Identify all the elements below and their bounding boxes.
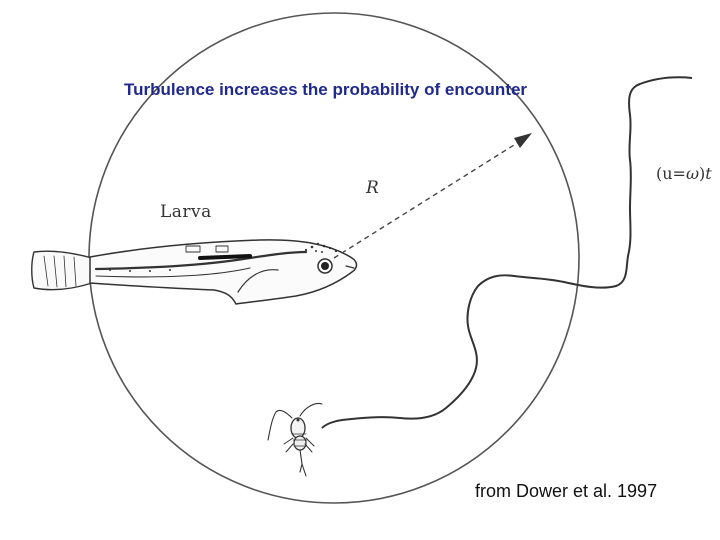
path-length-prefix: (u= (656, 164, 686, 183)
radius-arrowhead (514, 133, 532, 148)
fish-larva-icon (31, 239, 358, 305)
source-credit: from Dower et al. 1997 (475, 481, 658, 501)
time-symbol: t (705, 164, 712, 183)
path-length-label: (u=ω)t (656, 164, 712, 183)
path-length-suffix: ) (699, 164, 706, 183)
larva-label: Larva (160, 202, 212, 222)
omega-symbol: ω (685, 164, 699, 183)
diagram-title: Turbulence increases the probability of … (124, 80, 528, 99)
copepod-icon (267, 402, 323, 477)
radius-label: R (366, 178, 379, 198)
radius-arrow (333, 139, 523, 259)
prey-path (321, 76, 693, 429)
